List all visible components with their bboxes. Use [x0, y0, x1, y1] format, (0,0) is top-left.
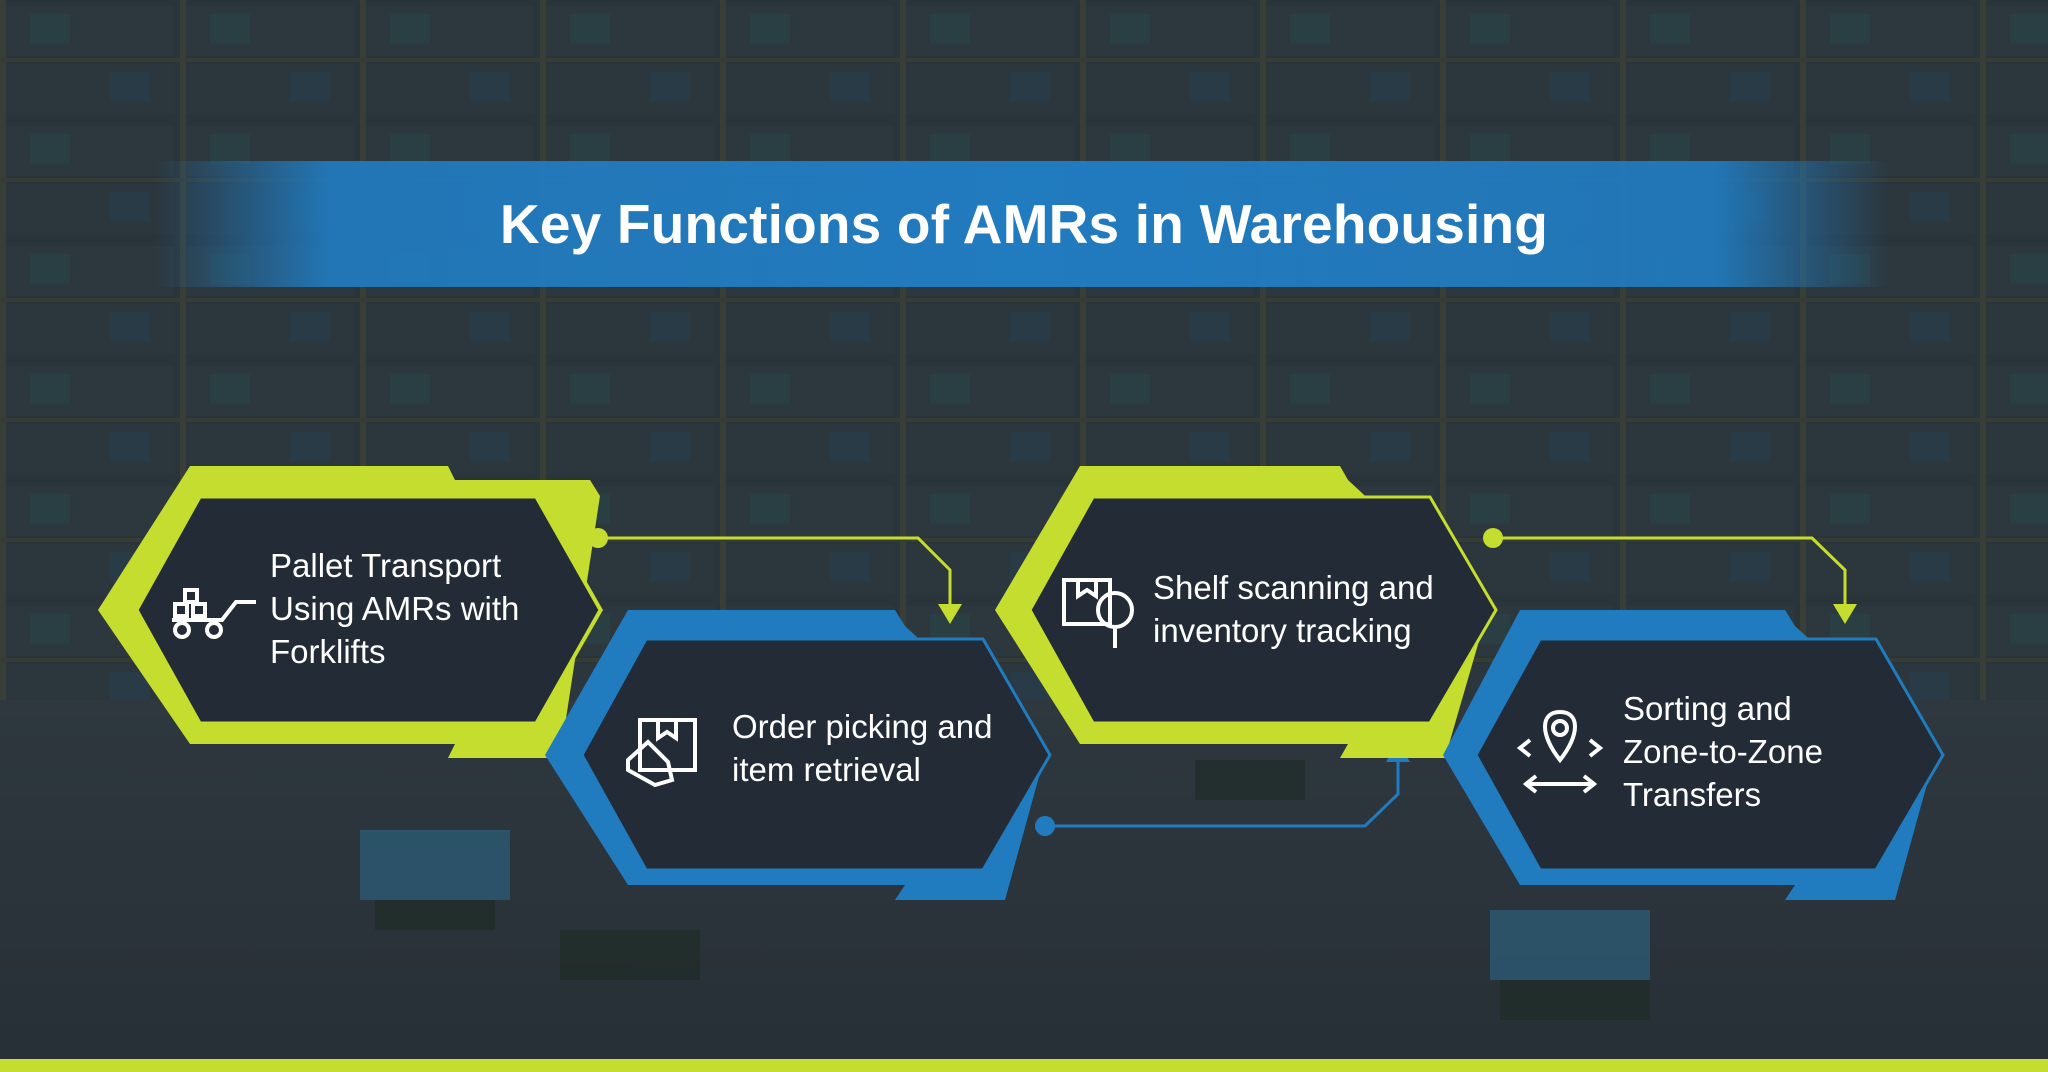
step-2-label: Order picking and item retrieval [732, 708, 993, 788]
connector-1-to-2 [598, 536, 952, 612]
page-title: Key Functions of AMRs in Warehousing [499, 193, 1549, 255]
connector-arrow-3 [1833, 604, 1857, 624]
hand-picking-box-icon [626, 718, 697, 788]
title-band: Key Functions of AMRs in Warehousing [0, 161, 2048, 287]
step-card-4 [1443, 610, 1945, 900]
step-1-label: Pallet Transport Using AMRs with Forklif… [270, 547, 520, 670]
connector-3-to-4 [1493, 536, 1847, 612]
connector-arrow-1 [938, 604, 962, 624]
title-band-background [155, 161, 1890, 287]
location-pin-transfer-icon [1516, 709, 1604, 794]
step-4-label: Sorting and Zone-to-Zone Transfers [1623, 690, 1823, 813]
step-card-2 [545, 610, 1052, 900]
connector-2-to-3 [1045, 756, 1400, 828]
step-card-1 [98, 466, 603, 758]
pallet-forklift-icon [172, 588, 256, 639]
connector-dot-3 [1483, 528, 1503, 548]
connector-dot-2 [1035, 816, 1055, 836]
step-card-3 [995, 466, 1498, 758]
step-3-label: Shelf scanning and inventory tracking [1153, 569, 1434, 649]
bottom-accent-bar [0, 1059, 2048, 1072]
box-scan-magnifier-icon [1062, 578, 1134, 648]
